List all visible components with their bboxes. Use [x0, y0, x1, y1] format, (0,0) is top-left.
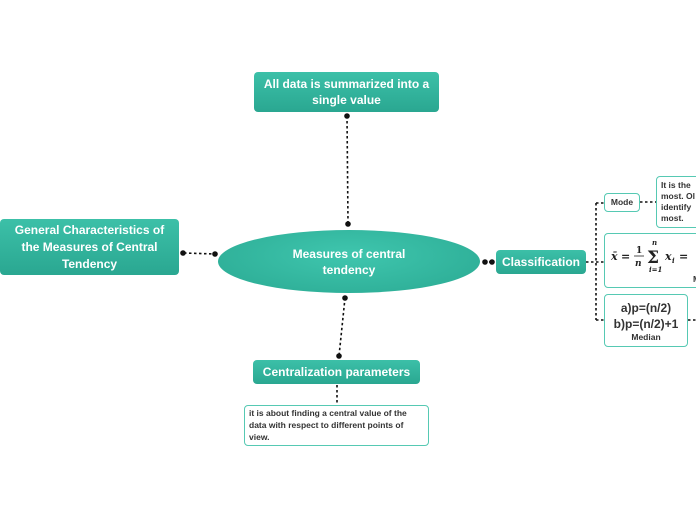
- svg-text:Σ: Σ: [647, 248, 659, 268]
- central-node-label: Measures of central tendency: [292, 246, 406, 277]
- svg-text:n: n: [652, 238, 657, 247]
- svg-text:x̄: x̄: [610, 250, 618, 263]
- mean-node[interactable]: x̄ = 1 n n Σ i=1 x i = M: [604, 233, 696, 288]
- connector-top: [346, 115, 349, 224]
- connector-dot: [344, 113, 350, 119]
- classification-node-label: Classification: [501, 255, 581, 269]
- median-caption: Median: [631, 332, 661, 342]
- mode-note-line: identify: [661, 202, 692, 212]
- connector-classification-branch: [586, 202, 604, 321]
- connector-dot: [212, 251, 218, 257]
- median-node[interactable]: a)p=(n/2) b)p=(n/2)+1 Median: [604, 294, 688, 347]
- median-line-2: b)p=(n/2)+1: [613, 317, 679, 331]
- svg-text:i=1: i=1: [649, 265, 662, 274]
- svg-text:=: =: [679, 250, 688, 263]
- bottom-node[interactable]: Centralization parameters: [253, 360, 420, 384]
- mode-node-label: Mode: [610, 197, 634, 207]
- svg-text:n: n: [635, 259, 642, 269]
- mode-note[interactable]: It is the most. Ol identify most.: [656, 176, 696, 228]
- mean-caption: M: [693, 274, 696, 284]
- median-line-1: a)p=(n/2): [620, 301, 672, 315]
- mode-note-line: most.: [661, 213, 684, 223]
- svg-text:1: 1: [636, 246, 642, 256]
- bottom-node-label: Centralization parameters: [262, 365, 411, 379]
- connector-dot: [345, 221, 351, 227]
- svg-text:=: =: [621, 250, 630, 263]
- mean-formula-image: x̄ = 1 n n Σ i=1 x i =: [610, 238, 688, 274]
- classification-node[interactable]: Classification: [496, 250, 586, 274]
- connector-dot: [336, 353, 342, 359]
- mode-note-line: most. Ol: [661, 191, 696, 201]
- mode-node[interactable]: Mode: [604, 193, 640, 212]
- connector-dot: [342, 295, 348, 301]
- central-node[interactable]: Measures of central tendency: [218, 230, 480, 293]
- top-node-label: All data is summarized into a single val…: [263, 77, 430, 107]
- bottom-note[interactable]: it is about finding a central value of t…: [244, 405, 429, 446]
- top-node[interactable]: All data is summarized into a single val…: [254, 72, 439, 112]
- connector-left: [183, 252, 216, 255]
- mode-note-line: It is the: [661, 180, 691, 190]
- connector-bottom: [338, 297, 346, 357]
- connector-dot: [482, 259, 488, 265]
- left-node[interactable]: General Characteristics of the Measures …: [0, 219, 179, 275]
- connector-dot: [489, 259, 495, 265]
- left-node-label: General Characteristics of the Measures …: [14, 222, 165, 271]
- bottom-note-text: it is about finding a central value of t…: [249, 408, 407, 442]
- svg-text:x: x: [664, 250, 672, 263]
- svg-text:i: i: [672, 256, 675, 265]
- connector-dot: [180, 250, 186, 256]
